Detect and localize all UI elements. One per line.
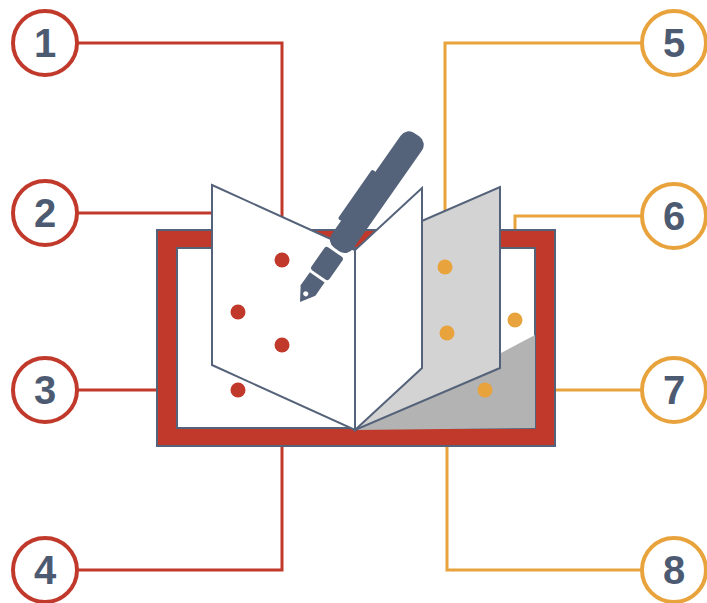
gray-page — [355, 187, 500, 430]
callout-number: 4 — [34, 550, 56, 590]
callout-number: 6 — [663, 196, 685, 236]
callout-dot — [275, 338, 290, 353]
callout-circle: 5 — [640, 9, 707, 77]
callout-number: 2 — [34, 193, 56, 233]
callout-dots — [231, 253, 523, 398]
leader-lines — [78, 43, 642, 570]
callout-circle: 4 — [11, 536, 79, 603]
pen-clip — [338, 169, 377, 221]
nib-hole — [302, 290, 309, 297]
callout-dot — [231, 305, 246, 320]
callout-dot — [231, 383, 246, 398]
callout-number: 3 — [34, 370, 56, 410]
callout-dot — [508, 313, 523, 328]
callout-number: 1 — [34, 23, 56, 63]
callout-circle: 2 — [11, 179, 79, 247]
callout-circle: 3 — [11, 356, 79, 424]
callout-circle: 8 — [640, 536, 707, 603]
callout-dot — [438, 260, 453, 275]
fountain-pen — [286, 125, 428, 309]
callout-number: 7 — [663, 370, 685, 410]
callout-circle: 6 — [640, 182, 707, 250]
callout-number: 5 — [663, 23, 685, 63]
callout-dot — [478, 383, 493, 398]
callout-dot — [440, 326, 455, 341]
callout-circle: 7 — [640, 356, 707, 424]
left-page — [212, 185, 355, 430]
pen-nib — [293, 272, 325, 307]
pen-barrel — [326, 127, 428, 257]
callout-circle: 1 — [11, 9, 79, 77]
callout-number: 8 — [663, 550, 685, 590]
callout-dot — [275, 253, 290, 268]
